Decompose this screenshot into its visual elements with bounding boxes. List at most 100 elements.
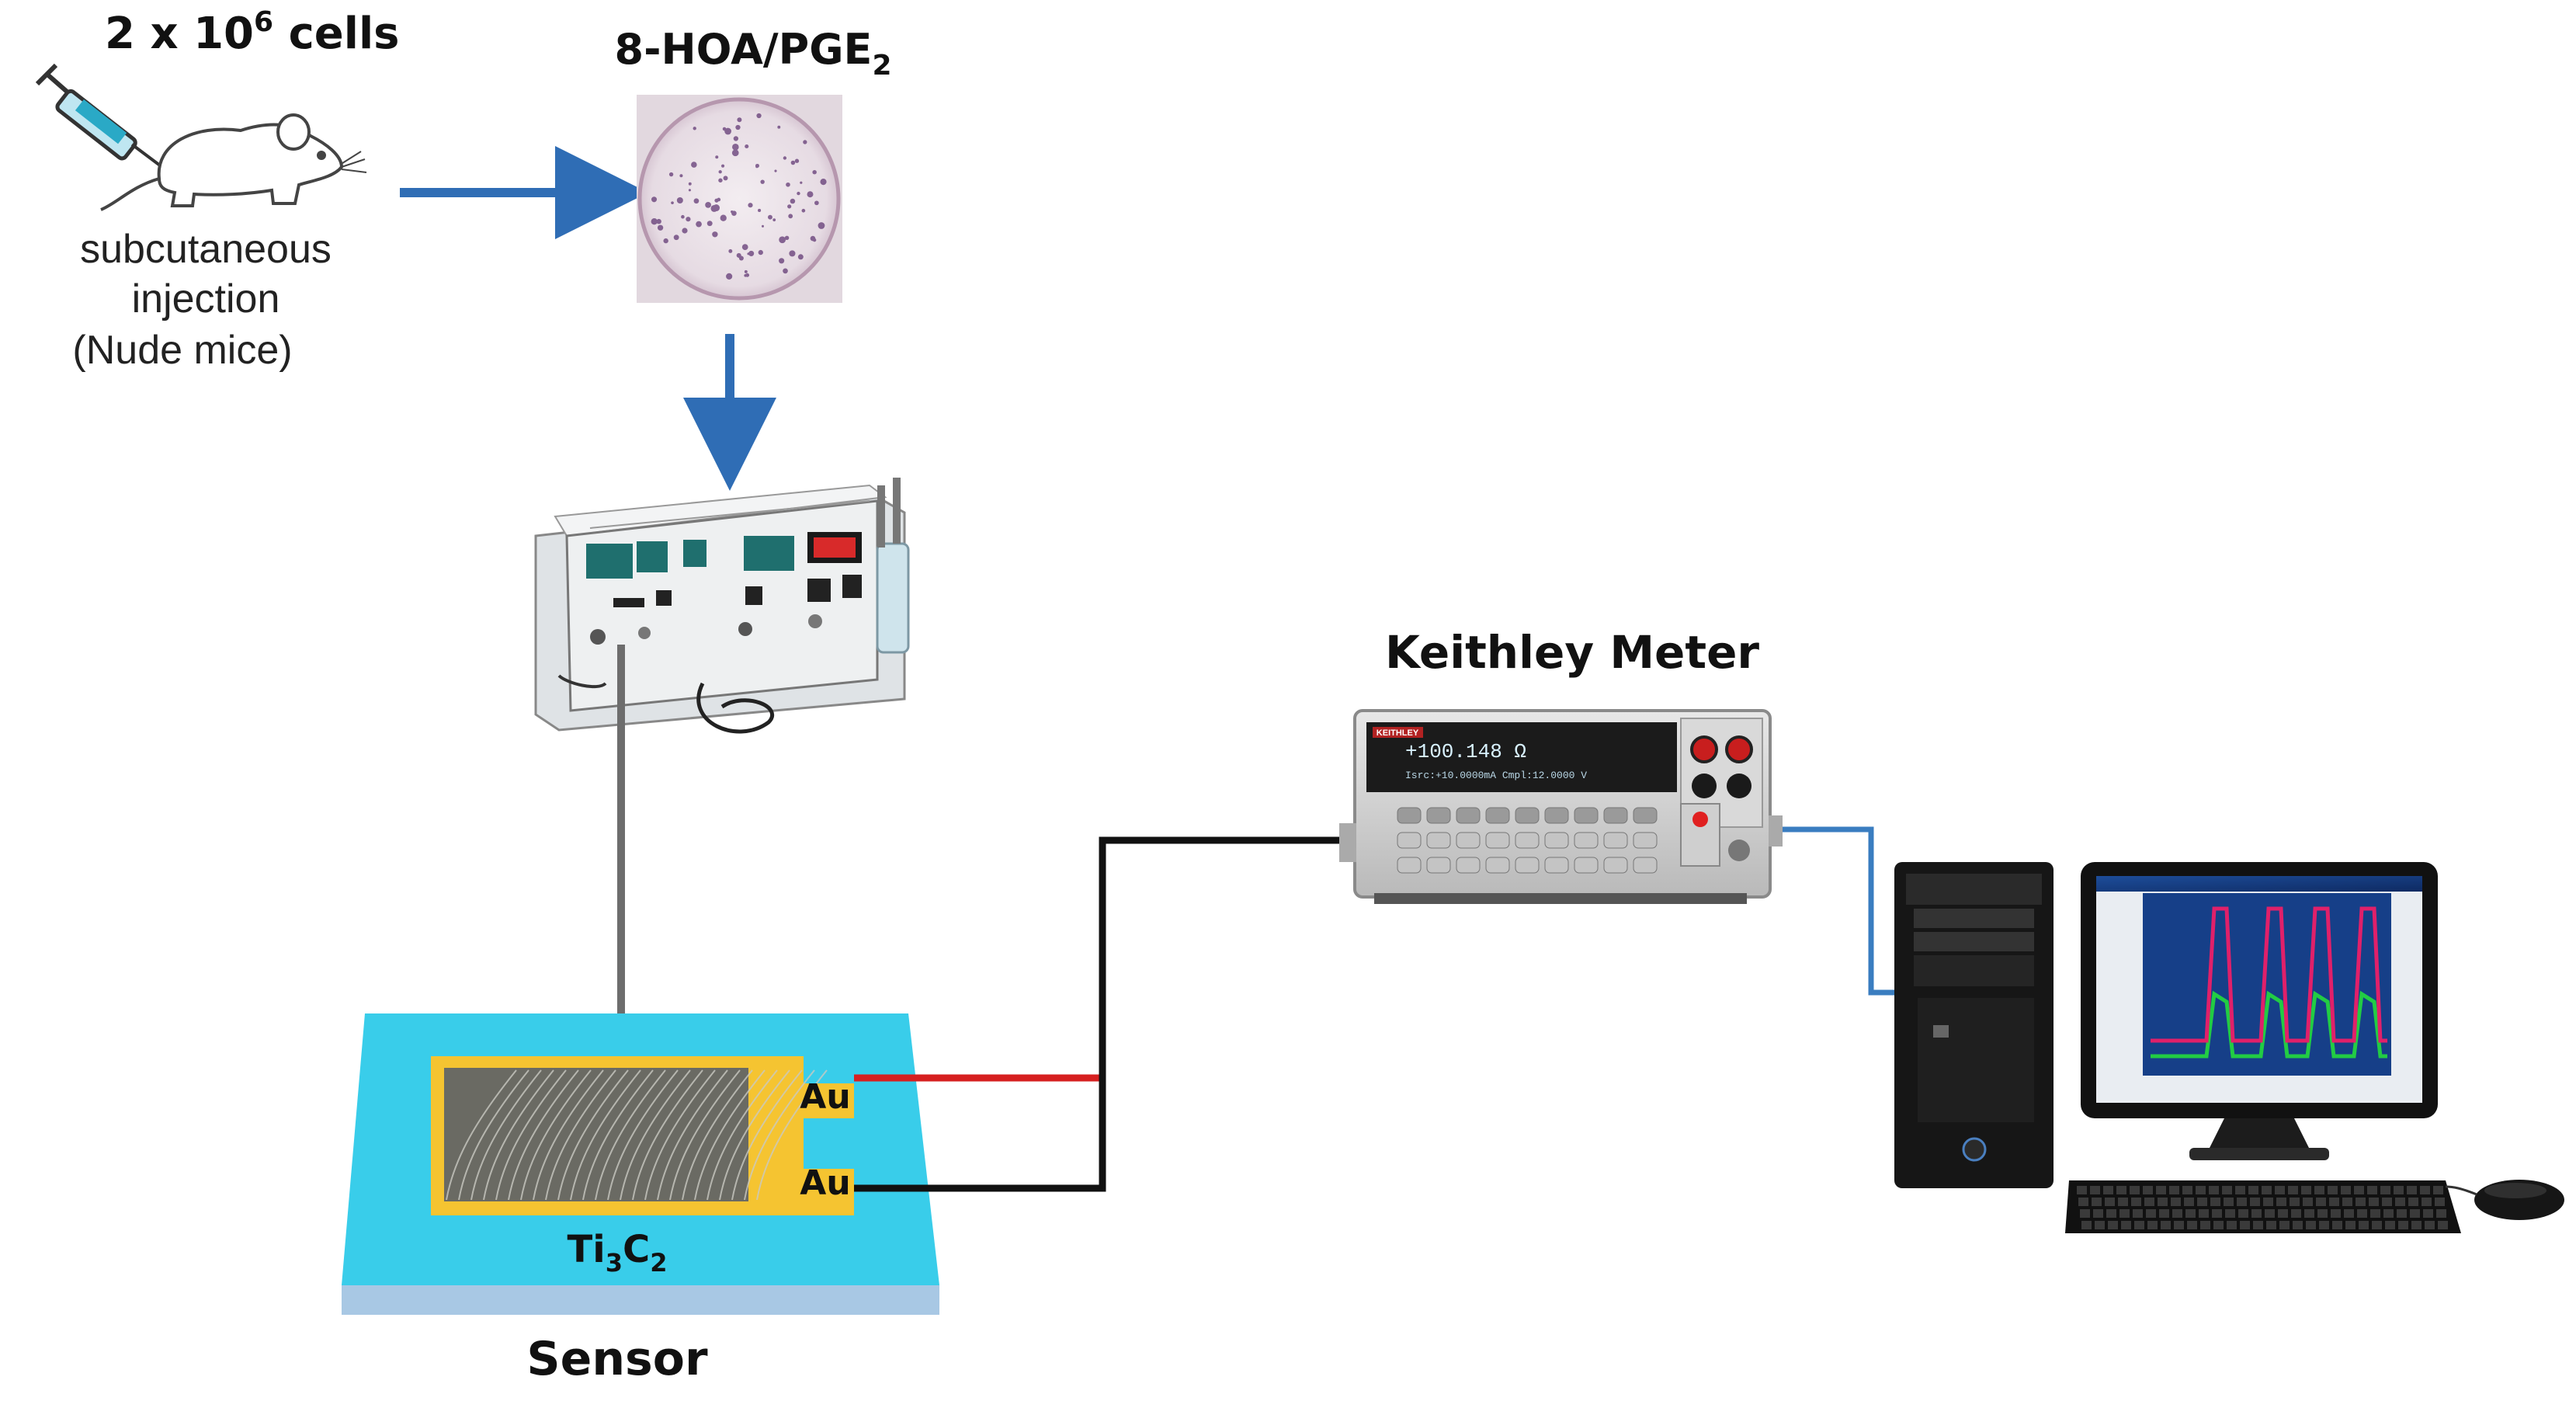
keyboard-key <box>2369 1198 2379 1206</box>
colony-dot <box>712 231 718 238</box>
meter-key <box>1397 857 1422 874</box>
meter-key <box>1633 857 1658 874</box>
meter-key <box>1544 857 1569 874</box>
meter-key <box>1485 832 1510 849</box>
keyboard-key <box>2077 1186 2087 1194</box>
meter-key <box>1485 857 1510 874</box>
keyboard-key <box>2093 1209 2103 1218</box>
colony-dot <box>779 236 786 244</box>
keyboard-key <box>2317 1209 2328 1218</box>
keyboard-key <box>2291 1209 2301 1218</box>
colony-dot <box>737 117 742 123</box>
colony-dot <box>696 221 702 228</box>
colony-dot <box>686 217 691 222</box>
keyboard-key <box>2081 1221 2092 1229</box>
keyboard-key <box>2210 1198 2220 1206</box>
colony-dot <box>671 201 674 205</box>
black-wire <box>854 836 1351 1192</box>
keyboard-key <box>2092 1198 2102 1206</box>
keyboard-key <box>2105 1198 2115 1206</box>
colony-dot <box>656 218 661 224</box>
sensor-label: Sensor <box>526 1332 708 1386</box>
syringe-icon <box>35 63 171 174</box>
amplifier-instrument-image <box>534 478 910 734</box>
keyboard-key <box>2103 1186 2113 1194</box>
colony-dot <box>691 162 697 168</box>
colony-dot <box>790 198 796 204</box>
electrode-label-bottom: Au <box>800 1163 850 1203</box>
keyboard-key <box>2304 1209 2314 1218</box>
colony-dot <box>772 218 776 222</box>
injection-label: subcutaneous injection (Nude mice) <box>72 227 332 373</box>
colony-dot <box>679 174 683 178</box>
colony-dot <box>673 235 679 241</box>
keyboard-key <box>2279 1221 2290 1229</box>
meter-reading: +100.148 Ω <box>1405 740 1526 763</box>
colony-dot <box>797 254 804 260</box>
colony-dot <box>755 163 759 169</box>
keyboard-key <box>2408 1198 2418 1206</box>
colony-dot <box>787 204 792 209</box>
keyboard-key <box>2359 1221 2369 1229</box>
keyboard-key <box>2156 1186 2166 1194</box>
keyboard-key <box>2357 1209 2367 1218</box>
colony-dot <box>812 169 817 175</box>
keyboard-key <box>2253 1221 2263 1229</box>
colony-dot <box>758 208 762 213</box>
colony-dot <box>786 182 790 187</box>
colony-dot <box>800 181 803 184</box>
keyboard-key <box>2251 1209 2262 1218</box>
keyboard-key <box>2095 1221 2105 1229</box>
meter-key <box>1544 832 1569 849</box>
keyboard-key <box>2329 1198 2339 1206</box>
meter-brand: KEITHLEY <box>1377 728 1419 738</box>
colony-dot <box>814 200 819 206</box>
keyboard-key <box>2238 1209 2248 1218</box>
pc-keyboard <box>2065 1180 2461 1233</box>
keyboard-key <box>2433 1186 2443 1194</box>
keyboard-key <box>2222 1186 2232 1194</box>
keyboard-key <box>2171 1198 2181 1206</box>
keyboard-key <box>2342 1198 2352 1206</box>
keyboard-key <box>2131 1198 2141 1206</box>
colony-dot <box>784 235 790 241</box>
svg-text:subcutaneous: subcutaneous <box>80 227 332 272</box>
colony-dot <box>777 125 781 129</box>
treatment-label: 8-HOA/PGE2 <box>615 25 892 82</box>
keyboard-key <box>2420 1186 2430 1194</box>
svg-text:injection: injection <box>132 276 280 322</box>
colony-dot <box>693 198 700 204</box>
meter-key <box>1515 832 1540 849</box>
keyboard-key <box>2394 1186 2404 1194</box>
meter-key <box>1397 807 1422 824</box>
colony-dot <box>741 244 748 250</box>
keyboard-key <box>2078 1198 2088 1206</box>
keyboard-key <box>2395 1198 2405 1206</box>
colony-dot <box>797 191 800 196</box>
colony-dot <box>720 164 725 168</box>
keyboard-key <box>2116 1186 2126 1194</box>
keyboard-key <box>2410 1209 2420 1218</box>
keyboard-key <box>2130 1186 2140 1194</box>
colony-dot <box>789 250 796 257</box>
keyboard-key <box>2370 1209 2380 1218</box>
colony-dot <box>803 140 807 144</box>
colony-dot <box>783 268 788 274</box>
meter-key <box>1574 832 1599 849</box>
colony-dot <box>760 179 765 184</box>
keyboard-key <box>2411 1221 2422 1229</box>
meter-key <box>1426 807 1451 824</box>
colony-dot <box>706 221 713 227</box>
colony-dot <box>733 136 739 141</box>
keyboard-key <box>2319 1221 2329 1229</box>
keyboard-key <box>2263 1198 2273 1206</box>
colony-dot <box>748 250 755 256</box>
pc-monitor <box>2081 862 2438 1160</box>
colony-dot <box>682 228 688 234</box>
keyboard-key <box>2227 1221 2237 1229</box>
colony-dot <box>768 214 772 220</box>
keyboard-key <box>2090 1186 2100 1194</box>
keyboard-key <box>2262 1186 2272 1194</box>
keyboard-key <box>2213 1221 2224 1229</box>
